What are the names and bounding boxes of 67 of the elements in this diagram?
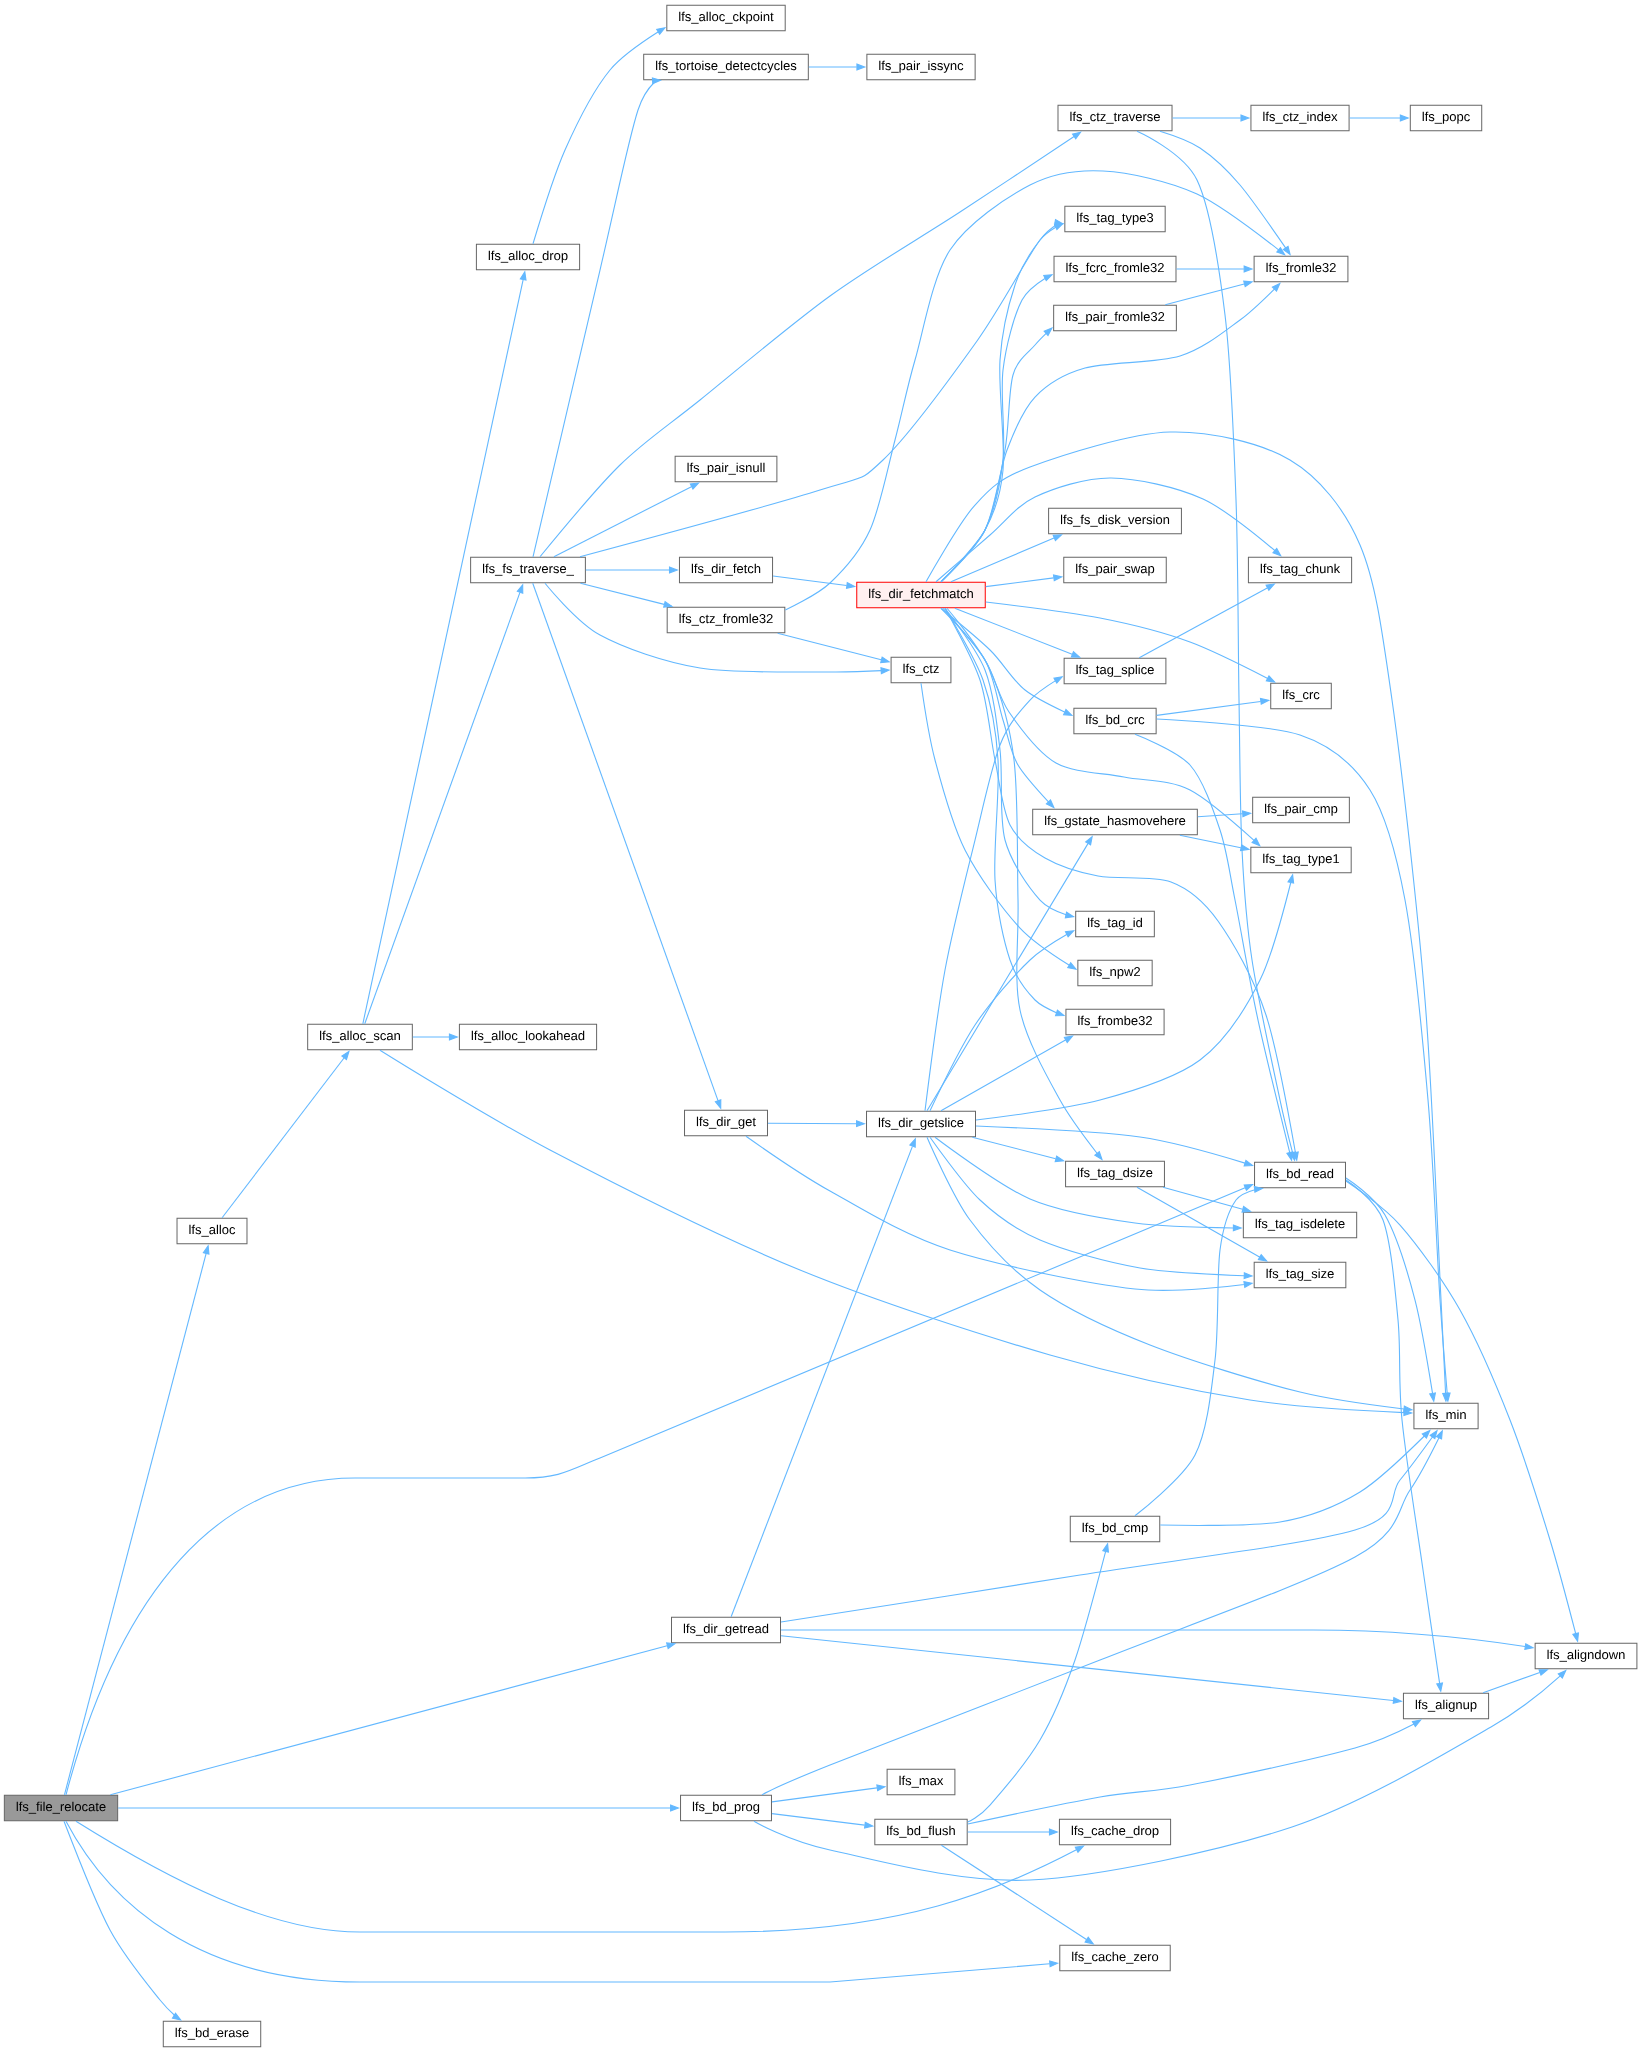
function-box: lfs_npw2: [1077, 959, 1153, 987]
function-box: lfs_alignup: [1402, 1692, 1490, 1720]
function-box: lfs_file_relocate: [3, 1794, 119, 1822]
function-box: lfs_alloc_scan: [307, 1023, 413, 1051]
arrow: [967, 1719, 1422, 1825]
function-box: lfs_bd_prog: [680, 1794, 772, 1822]
arrow: [753, 1669, 1567, 1881]
function-box: lfs_pair_cmp: [1252, 796, 1350, 824]
function-box: lfs_tag_isdelete: [1242, 1211, 1358, 1239]
function-box: lfs_tag_dsize: [1065, 1160, 1165, 1188]
function-box: lfs_tag_type1: [1250, 846, 1352, 874]
function-box: lfs_crc: [1270, 682, 1332, 710]
function-box: lfs_pair_swap: [1063, 556, 1167, 584]
function-box: lfs_frombe32: [1065, 1008, 1165, 1036]
function-box: lfs_alloc: [176, 1217, 248, 1245]
function-box: lfs_dir_fetchmatch: [856, 581, 986, 609]
function-box: lfs_tag_size: [1253, 1261, 1347, 1289]
function-box: lfs_ctz_fromle32: [666, 606, 786, 634]
arrow: [75, 1820, 1085, 1933]
arrow: [63, 1820, 182, 2021]
function-box: lfs_bd_erase: [162, 2020, 262, 2048]
function-box: lfs_tag_chunk: [1247, 556, 1353, 584]
function-box: lfs_fs_disk_version: [1048, 507, 1182, 535]
function-box: lfs_bd_crc: [1073, 707, 1157, 735]
function-box: lfs_bd_read: [1254, 1161, 1346, 1189]
arrow: [1136, 1186, 1268, 1262]
arrow: [940, 607, 1055, 809]
function-box: lfs_popc: [1409, 104, 1483, 132]
function-box: lfs_fs_traverse_: [470, 556, 586, 584]
arrow: [539, 131, 1082, 558]
arrow: [1159, 1429, 1431, 1526]
arrow: [553, 482, 700, 558]
function-box: lfs_dir_fetch: [678, 556, 774, 584]
function-box: lfs_dir_getread: [671, 1616, 781, 1644]
arrow: [935, 477, 1282, 583]
arrow: [940, 282, 1281, 583]
function-box: lfs_aligndown: [1534, 1642, 1638, 1670]
function-box: lfs_alloc_ckpoint: [666, 4, 786, 32]
function-box: lfs_ctz_index: [1250, 104, 1350, 132]
arrow: [985, 601, 1276, 683]
arrow: [942, 607, 1261, 847]
arrow: [940, 1035, 1074, 1112]
function-box: lfs_gstate_hasmovehere: [1032, 808, 1198, 836]
function-box: lfs_ctz_traverse: [1057, 104, 1173, 132]
function-box: lfs_dir_get: [684, 1109, 768, 1137]
function-box: lfs_tag_id: [1075, 910, 1155, 938]
function-box: lfs_pair_isnull: [674, 455, 778, 483]
function-box: lfs_max: [886, 1768, 956, 1796]
function-box: lfs_bd_flush: [874, 1818, 968, 1846]
function-box: lfs_dir_getslice: [866, 1110, 976, 1138]
function-box: lfs_alloc_lookahead: [458, 1023, 598, 1051]
arrow: [950, 534, 1063, 583]
arrow: [784, 170, 1286, 611]
function-box: lfs_pair_fromle32: [1053, 304, 1177, 332]
function-box: lfs_pair_issync: [866, 53, 976, 81]
function-box: lfs_bd_cmp: [1069, 1515, 1161, 1543]
function-box: lfs_cache_drop: [1058, 1818, 1172, 1846]
function-box: lfs_cache_zero: [1059, 1944, 1171, 1972]
function-box: lfs_ctz: [890, 656, 952, 684]
function-box: lfs_tortoise_detectcycles: [643, 53, 809, 81]
function-box: lfs_fcrc_fromle32: [1053, 255, 1177, 283]
function-box: lfs_alloc_drop: [475, 243, 581, 271]
function-box: lfs_min: [1413, 1402, 1479, 1430]
function-box: lfs_tag_type3: [1064, 205, 1166, 233]
arrow: [65, 1184, 1254, 1796]
function-box: lfs_tag_splice: [1063, 657, 1167, 685]
function-box: lfs_fromle32: [1253, 255, 1349, 283]
